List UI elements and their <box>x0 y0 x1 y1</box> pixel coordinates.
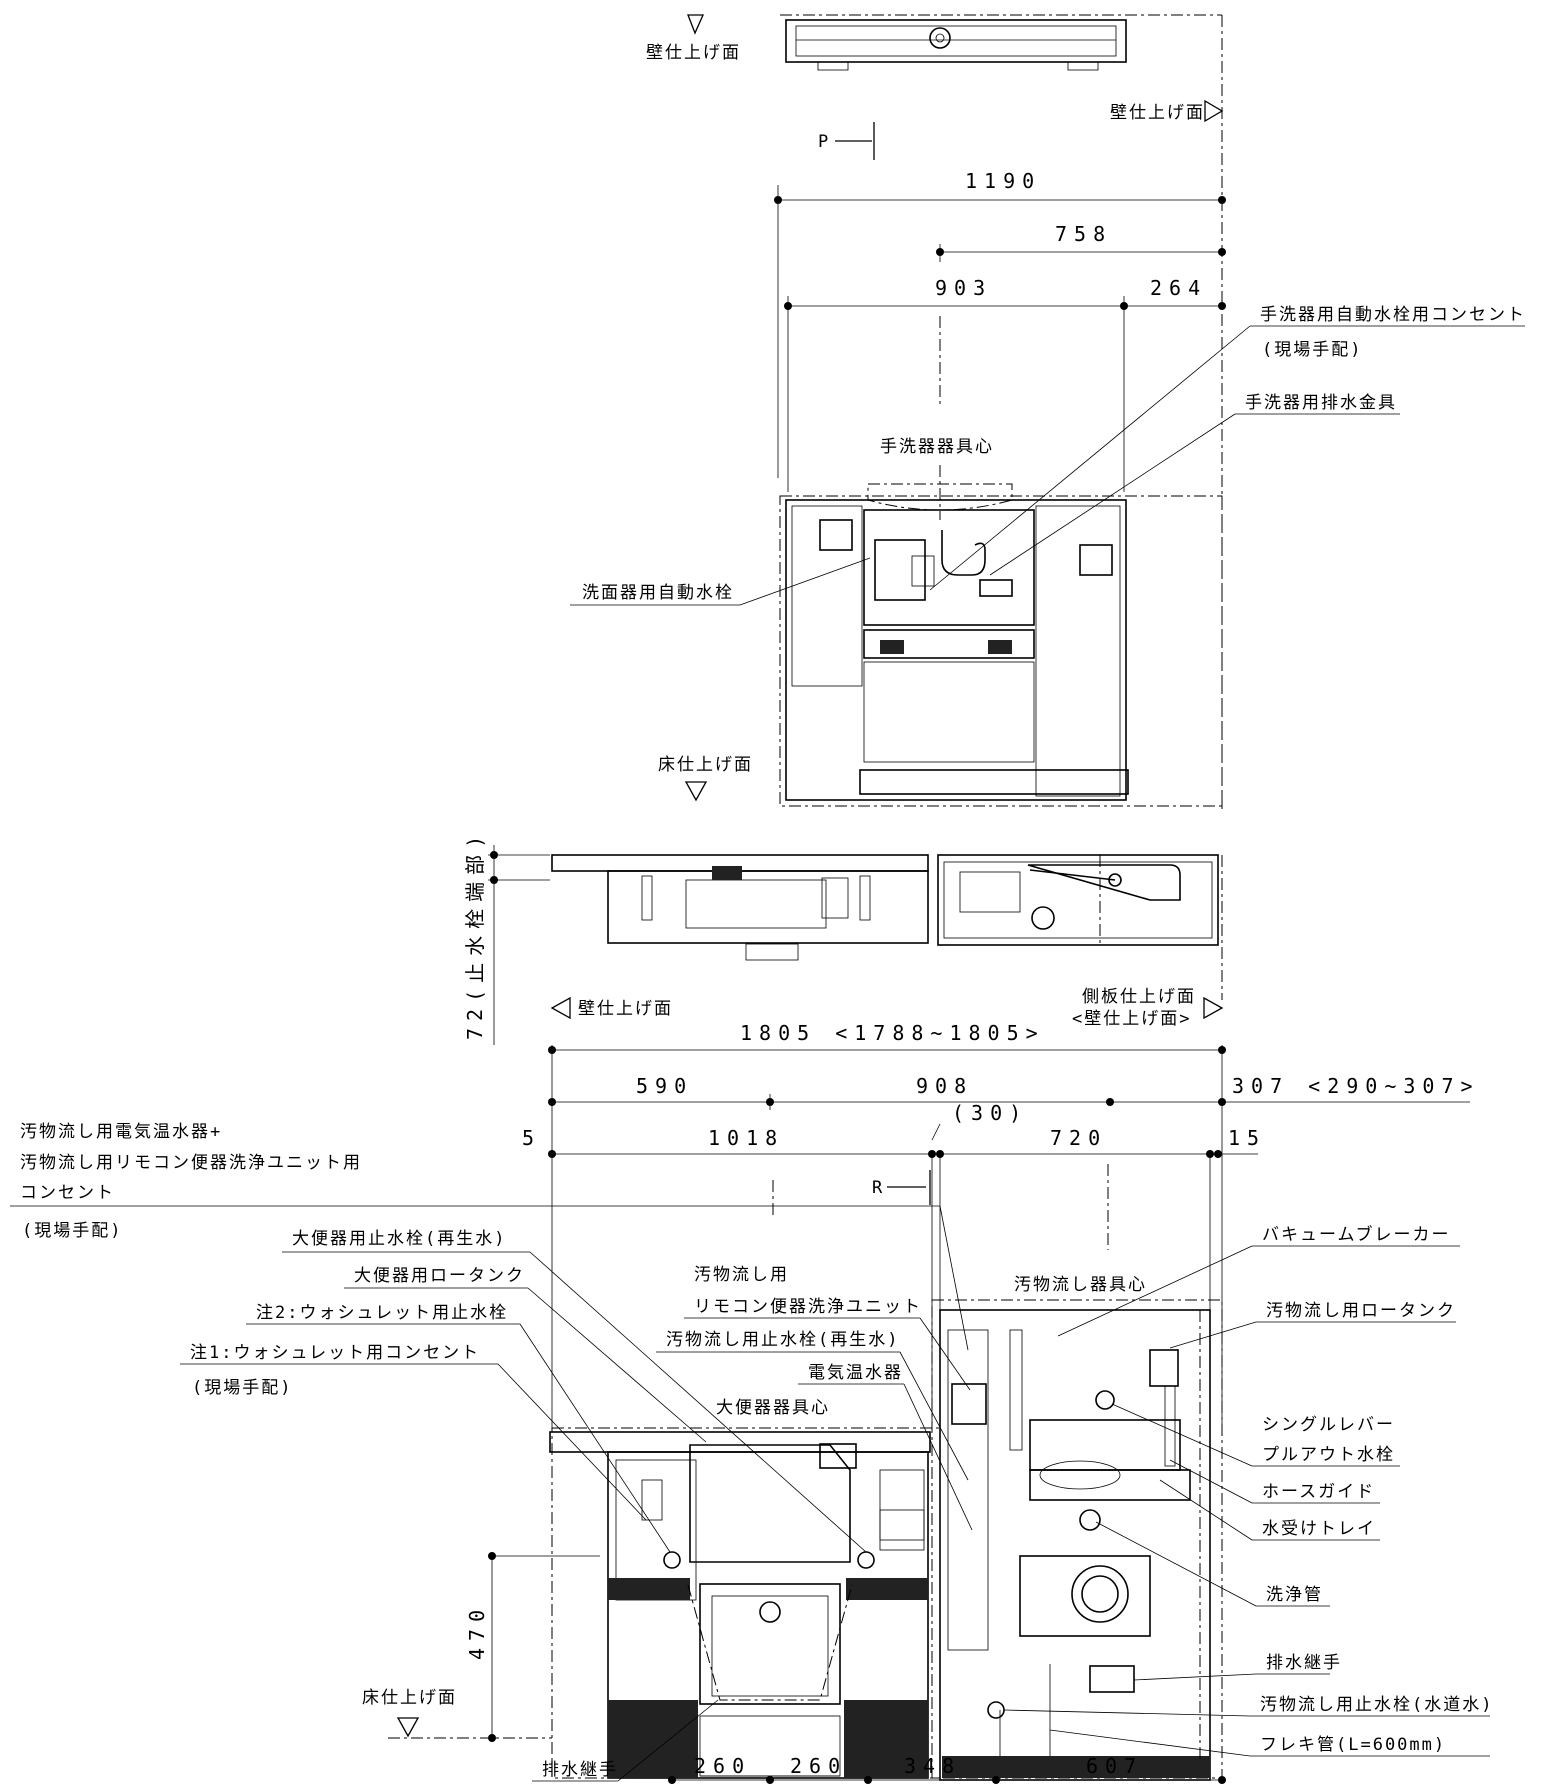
dim-260-b: 260 <box>790 1754 847 1778</box>
floor-finish-marker-icon <box>684 781 708 802</box>
leader-heater <box>939 1205 969 1351</box>
callout-heater-line1: 汚物流し用電気温水器+ <box>20 1122 222 1142</box>
label-sink-center: 汚物流し器具心 <box>1014 1275 1147 1295</box>
wall-finish-marker-right-icon <box>1204 99 1224 123</box>
floor-finish-upper-label: 床仕上げ面 <box>658 755 753 775</box>
leader-outlet <box>929 325 1251 591</box>
callout-flex-pipe: フレキ管(L=600mm) <box>1260 1735 1446 1755</box>
callout-drain-joint: 排水継手 <box>1266 1653 1342 1673</box>
dim-758: 758 <box>1055 222 1112 246</box>
flush-pipe-icon <box>1079 1509 1101 1531</box>
top-unit-outline <box>785 19 1127 63</box>
dim-720: 720 <box>1050 1126 1107 1150</box>
drain-joint-left-label: 排水継手 <box>542 1760 618 1780</box>
basin-body <box>863 509 1035 626</box>
wall-finish-left-label: 壁仕上げ面 <box>646 43 741 63</box>
callout-note1-line1: 注1:ウォシュレット用コンセント <box>190 1343 480 1363</box>
auto-faucet-box <box>874 539 926 601</box>
callout-flush-pipe: 洗浄管 <box>1266 1585 1323 1605</box>
plan-cabinet-right <box>937 854 1219 946</box>
lower-elevation: R <box>10 1122 1493 1784</box>
side-panel-line2: <壁仕上げ面> <box>1072 1009 1191 1029</box>
dim-470: 470 <box>465 1603 489 1660</box>
callout-wc-stop-valve: 大便器用止水栓(再生水) <box>292 1229 506 1249</box>
callout-sink-low-tank: 汚物流し用ロータンク <box>1266 1301 1456 1321</box>
sink-bowl <box>1029 1419 1181 1471</box>
dim-72-stop-valve: 72(止水栓端部) <box>463 829 487 1040</box>
label-remote-line2: リモコン便器洗浄ユニット <box>694 1297 922 1317</box>
wc-support-frame <box>699 1583 841 1705</box>
callout-wc-low-tank: 大便器用ロータンク <box>354 1266 525 1286</box>
dim-15: 15 <box>1228 1126 1266 1150</box>
callout-outlet-line2: (現場手配) <box>1262 340 1362 360</box>
callout-outlet-line1: 手洗器用自動水栓用コンセント <box>1260 305 1526 325</box>
callout-heater-line2: 汚物流し用リモコン便器洗浄ユニット用 <box>20 1153 362 1173</box>
side-panel-marker-icon <box>1203 996 1224 1020</box>
washlet-stop-valve-icon <box>663 1551 681 1569</box>
dim-590: 590 <box>636 1074 693 1098</box>
callout-pullout-line2: プルアウト水栓 <box>1262 1445 1395 1465</box>
dim-307: 307 <290~307> <box>1232 1074 1480 1098</box>
wc-stop-valve-icon <box>857 1551 875 1569</box>
callout-sink-stop-valve-tap: 汚物流し用止水栓(水道水) <box>1260 1695 1493 1715</box>
callout-heater-line3: コンセント <box>20 1183 115 1203</box>
sink-frame <box>939 1309 1211 1781</box>
basin-center-label: 手洗器器具心 <box>880 437 994 457</box>
dim-1018: 1018 <box>708 1126 784 1150</box>
dim-264: 264 <box>1150 276 1207 300</box>
drain-trap <box>941 530 986 576</box>
drip-tray <box>1029 1469 1191 1501</box>
label-wc-center: 大便器器具心 <box>716 1398 830 1418</box>
callout-heater-line4: (現場手配) <box>22 1221 122 1241</box>
floor-finish-lower-label: 床仕上げ面 <box>362 1688 457 1708</box>
dim-1190: 1190 <box>965 169 1041 193</box>
callout-auto-faucet: 洗面器用自動水栓 <box>582 583 734 603</box>
wall-finish-right-label: 壁仕上げ面 <box>1110 103 1205 123</box>
plan-wall-finish-label: 壁仕上げ面 <box>578 999 673 1019</box>
sink-drain-joint-icon <box>1089 1665 1135 1693</box>
pullout-faucet-icon <box>1095 1390 1115 1410</box>
wall-finish-marker-icon <box>687 14 705 35</box>
label-remote-line1: 汚物流し用 <box>694 1265 789 1285</box>
drain-fitting-icon <box>929 27 951 49</box>
dim-607: 607 <box>1086 1754 1143 1778</box>
lower-plan-view: 72(止水栓端部) 壁仕上げ面 側板仕上げ面 <壁仕上げ面> 1805 <178… <box>463 829 1480 1430</box>
top-plan-view: 壁仕上げ面 壁仕上げ面 P <box>646 14 1224 810</box>
wall-finish-left-marker-icon <box>550 996 571 1020</box>
label-sink-stop-valve: 汚物流し用止水栓(再生水) <box>666 1330 899 1350</box>
tap-stop-valve-icon <box>987 1701 1005 1719</box>
label-water-heater: 電気温水器 <box>808 1363 903 1383</box>
bracket-plate-right <box>1079 544 1113 576</box>
dim-1805: 1805 <1788~1805> <box>740 1021 1045 1045</box>
plan-sink-bowl <box>1027 864 1181 901</box>
callout-hose-guide: ホースガイド <box>1262 1482 1375 1502</box>
sink-low-tank <box>1149 1349 1179 1387</box>
plan-cabinet-left <box>607 870 929 944</box>
callout-vacuum-breaker: バキュームブレーカー <box>1262 1224 1450 1245</box>
callout-note1-line2: (現場手配) <box>192 1378 292 1398</box>
callout-note2: 注2:ウォシュレット用止水栓 <box>256 1303 508 1323</box>
sink-drain-icon <box>1071 1565 1129 1623</box>
side-panel-line1: 側板仕上げ面 <box>1082 987 1196 1007</box>
toilet-countertop <box>549 1431 931 1453</box>
section-mark-p: P <box>818 132 830 152</box>
callout-pullout-line1: シングルレバー <box>1262 1415 1395 1435</box>
dim-5: 5 <box>522 1126 541 1150</box>
callout-drain-fitting: 手洗器用排水金具 <box>1245 393 1397 413</box>
wc-low-tank <box>689 1444 851 1563</box>
section-mark-r: R <box>872 1178 884 1198</box>
upper-elevation: 1190 758 903 264 手洗器器具心 手洗器用自動 <box>570 169 1526 807</box>
dim-30: (30) <box>952 1101 1028 1125</box>
water-heater-box <box>951 1383 987 1425</box>
callout-drip-tray: 水受けトレイ <box>1262 1519 1376 1539</box>
floor-finish-lower-marker-icon <box>396 1717 420 1738</box>
vanity-frame <box>785 499 1127 801</box>
dim-348: 348 <box>904 1754 961 1778</box>
dim-908: 908 <box>916 1074 973 1098</box>
dim-260-a: 260 <box>694 1754 751 1778</box>
dim-903: 903 <box>935 276 992 300</box>
bracket-plate-left <box>819 519 853 551</box>
